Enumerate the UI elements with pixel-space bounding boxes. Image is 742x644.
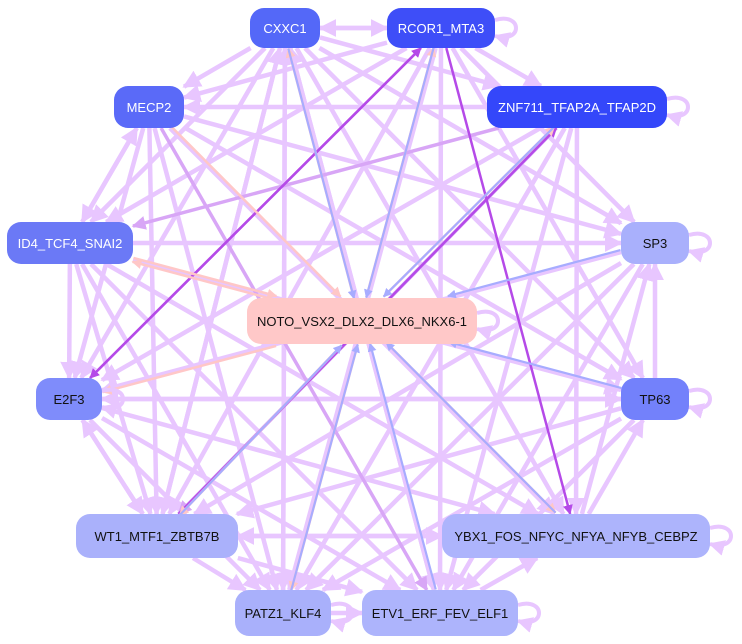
- node-label: TP63: [639, 391, 671, 407]
- edge-RCOR1_MTA3-to-NOTO: [364, 47, 435, 299]
- node-etv1[interactable]: ETV1_ERF_FEV_ELF1: [362, 590, 518, 636]
- node-label: PATZ1_KLF4: [244, 605, 322, 621]
- node-znf711[interactable]: ZNF711_TFAP2A_TFAP2D: [487, 86, 667, 128]
- edge-NOTO-to-ID4: [131, 259, 276, 302]
- self-loop-E2F3: [100, 387, 125, 419]
- edge-YBX1-to-TP63: [586, 418, 645, 516]
- node-e2f3[interactable]: E2F3: [36, 378, 102, 420]
- self-loop-NOTO: [475, 309, 500, 341]
- node-label: WT1_MTF1_ZBTB7B: [94, 528, 220, 544]
- node-rcor1-mta3[interactable]: RCOR1_MTA3: [387, 8, 495, 48]
- edge-CXXC1-to-TP63: [303, 46, 636, 380]
- edge-NOTO-to-E2F3: [101, 344, 277, 395]
- node-label: NOTO_VSX2_DLX2_DLX6_NKX6-1: [256, 313, 468, 329]
- edge-MECP2-to-TP63: [182, 125, 623, 382]
- edge-SP3-to-NOTO: [447, 249, 621, 299]
- edge-CXXC1-to-NOTO: [287, 48, 357, 300]
- node-wt1[interactable]: WT1_MTF1_ZBTB7B: [76, 514, 238, 558]
- node-label: MECP2: [126, 99, 172, 115]
- node-ybx1[interactable]: YBX1_FOS_NFYC_NFYA_NFYB_CEBPZ: [442, 514, 710, 558]
- node-label: ETV1_ERF_FEV_ELF1: [371, 605, 509, 621]
- node-label: CXXC1: [263, 20, 307, 36]
- node-mecp2[interactable]: MECP2: [114, 86, 184, 128]
- node-label: RCOR1_MTA3: [397, 20, 485, 36]
- edge-YBX1-to-SP3: [579, 262, 654, 515]
- edge-ID4-to-NOTO: [133, 256, 278, 299]
- self-loop-ZNF711: [665, 95, 690, 127]
- node-label: ID4_TCF4_SNAI2: [17, 235, 123, 251]
- edge-TP63-to-PATZ1: [321, 416, 623, 592]
- node-noto[interactable]: NOTO_VSX2_DLX2_DLX6_NKX6-1: [247, 298, 477, 344]
- node-sp3[interactable]: SP3: [621, 222, 689, 264]
- edge-ETV1-to-NOTO: [367, 342, 437, 590]
- edge-TP63-to-WT1: [235, 406, 622, 519]
- edge-ID4-to-E2F3: [60, 263, 79, 380]
- self-loop-PATZ1: [329, 601, 354, 633]
- edge-WT1-to-ETV1: [237, 555, 364, 597]
- edge-PATZ1-to-NOTO: [290, 343, 360, 591]
- edge-E2F3-to-PATZ1: [88, 418, 262, 592]
- edge-ID4-to-YBX1: [105, 262, 540, 516]
- node-label: SP3: [642, 235, 668, 251]
- edge-WT1-to-PATZ1: [191, 556, 247, 592]
- node-label: YBX1_FOS_NFYC_NFYA_NFYB_CEBPZ: [454, 528, 698, 544]
- node-label: ZNF711_TFAP2A_TFAP2D: [498, 99, 656, 115]
- node-id4[interactable]: ID4_TCF4_SNAI2: [7, 222, 133, 264]
- edge-TP63-to-NOTO: [448, 339, 622, 390]
- self-loop-YBX1: [708, 524, 733, 556]
- edge-ZNF711-to-NOTO: [382, 125, 556, 298]
- edge-MECP2-to-ETV1: [159, 127, 429, 592]
- edge-E2F3-to-RCOR1_MTA3: [89, 47, 422, 379]
- node-cxxc1[interactable]: CXXC1: [250, 8, 320, 48]
- edge-MECP2-to-NOTO: [170, 125, 342, 298]
- edge-ID4-to-MECP2: [80, 126, 139, 224]
- edge-E2F3-to-ETV1: [100, 416, 402, 592]
- self-loop-SP3: [687, 231, 712, 263]
- edge-E2F3-to-YBX1: [101, 405, 497, 519]
- self-loop-TP63: [687, 387, 712, 419]
- self-loop-RCOR1_MTA3: [493, 16, 518, 48]
- edge-WT1-to-E2F3: [80, 418, 145, 516]
- node-tp63[interactable]: TP63: [621, 378, 689, 420]
- node-patz1[interactable]: PATZ1_KLF4: [235, 590, 331, 636]
- edge-CXXC1-to-MECP2: [182, 46, 252, 89]
- edge-ZNF711-to-E2F3: [100, 126, 542, 382]
- self-loop-ETV1: [516, 601, 541, 633]
- edge-SP3-to-WT1: [192, 261, 623, 516]
- edge-ZNF711-to-ID4: [131, 126, 500, 230]
- node-label: E2F3: [53, 391, 85, 407]
- edge-WT1-to-NOTO: [178, 344, 343, 517]
- edge-RCOR1_MTA3-to-ZNF711: [474, 46, 543, 88]
- edge-ETV1-to-YBX1: [479, 556, 539, 592]
- edge-YBX1-to-NOTO: [385, 341, 557, 514]
